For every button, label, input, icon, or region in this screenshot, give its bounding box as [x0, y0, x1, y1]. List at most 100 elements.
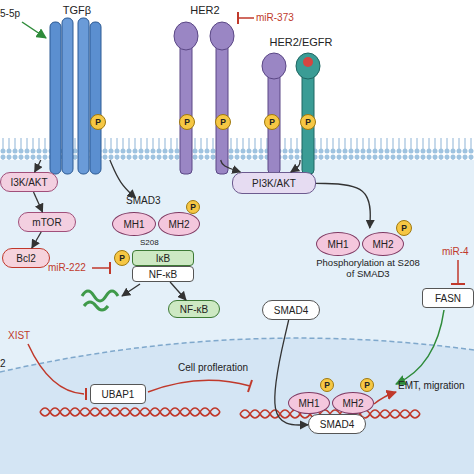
annotation-label: EMT, migration [398, 380, 465, 391]
node-text: P [324, 380, 330, 390]
node-text: HER2 [151, 4, 259, 16]
protein-box: UBAP1 [90, 384, 146, 404]
annotation-label: S208 [140, 238, 159, 247]
degradation-arrow [122, 284, 140, 296]
pathway-arrow [275, 320, 308, 425]
protein-box: FASN [422, 288, 474, 308]
pathway-arrow [170, 282, 186, 300]
pathway-arrow [35, 160, 41, 172]
node-text: IκB [156, 253, 170, 264]
receptor-head [174, 22, 198, 50]
pathway-arrow [291, 160, 300, 172]
phospho-circle: P [90, 114, 106, 130]
node-text: P [220, 117, 226, 127]
protein-box: IκB [132, 250, 194, 266]
annotation-label: XIST [8, 330, 30, 341]
cytoplasm [0, 160, 474, 474]
protein-group: SMAD3MH1MH2P [112, 198, 204, 238]
node-text: P [184, 117, 190, 127]
protein-pill: mTOR [18, 212, 76, 232]
phospho-circle: P [360, 378, 374, 392]
receptor: TGFβP [40, 4, 114, 160]
node-text: NF-κB [149, 269, 177, 280]
node-text: Bcl2 [16, 253, 35, 264]
inhibition-bar [237, 12, 239, 24]
protein-pill: NF-κB [168, 300, 220, 318]
annotation-label: 2 [0, 358, 6, 369]
activation-arrow [22, 22, 46, 38]
inhibition-line [28, 344, 84, 394]
expression-arrow [374, 392, 396, 404]
phospho-circle: P [114, 250, 130, 266]
node-text: I3K/AKT [10, 177, 47, 188]
phospho-circle: P [186, 200, 200, 214]
inhibition-bar [85, 388, 87, 400]
phospho-circle: P [264, 114, 280, 130]
node-text: MH2 [372, 239, 393, 250]
her2-receptor [174, 22, 234, 174]
activation-arrow [396, 310, 444, 384]
pathway-arrow [221, 160, 241, 172]
receptor-head [210, 22, 234, 50]
domain-ellipse: MH1 [316, 232, 360, 256]
node-text: NF-κB [180, 304, 208, 315]
node-text: mTOR [32, 217, 61, 228]
phospho-circle: P [320, 378, 334, 392]
annotation-label: 5-5p [0, 8, 20, 19]
node-text: SMAD3 [126, 195, 160, 206]
domain-ellipse: MH2 [362, 232, 404, 256]
receptor-chain [216, 40, 228, 174]
phospho-circle: P [179, 114, 195, 130]
node-text: MH2 [342, 398, 363, 409]
inhibition-line [238, 17, 254, 19]
receptor-chain [180, 40, 192, 174]
domain-ellipse: MH1 [288, 392, 330, 414]
domain-ellipse: MH2 [332, 392, 374, 414]
annotation-label: Cell profleration [178, 362, 248, 373]
receptor-chain [62, 18, 73, 174]
node-text: Phosphorylation at S208 of SMAD3 [316, 258, 420, 280]
node-text: P [190, 202, 196, 212]
receptor-chain [78, 18, 89, 174]
annotation-label: miR-222 [48, 262, 86, 273]
protein-pill: Bcl2 [2, 248, 50, 268]
receptor: HER2PP [165, 4, 245, 160]
node-text: FASN [435, 293, 461, 304]
proteasome-squiggle [84, 302, 108, 310]
inhibition-bar [109, 262, 111, 274]
node-text: SMAD4 [320, 419, 354, 430]
inhibition-line [457, 260, 459, 284]
pathway-arrow [34, 192, 43, 212]
node-text: P [119, 253, 125, 263]
protein-group: Phosphorylation at S208 of SMAD3MH1MH2P [316, 228, 420, 298]
dna-strand [40, 408, 220, 416]
phospho-circle: P [215, 114, 231, 130]
protein-box: NF-κB [132, 266, 194, 282]
annotation-label: miR-373 [256, 12, 294, 23]
pathway-arrow [32, 232, 41, 248]
receptor: HER2/EGFRPP [262, 36, 340, 160]
proteasome-squiggle [82, 291, 118, 301]
inhibition-line [92, 267, 110, 269]
node-text: P [364, 380, 370, 390]
inhibition-bar [248, 380, 252, 392]
node-text: MH1 [123, 219, 144, 230]
node-text: TGFβ [26, 4, 128, 16]
node-text: HER2/EGFR [248, 36, 354, 48]
protein-pill: SMAD4 [308, 414, 366, 434]
node-text: MH1 [298, 398, 319, 409]
inhibition-bar [451, 283, 465, 285]
tgfb-receptor [50, 18, 101, 174]
phospho-circle: P [396, 220, 412, 236]
nuclear-envelope [0, 338, 474, 372]
pathway-arrow [316, 183, 370, 228]
proteasome [82, 291, 118, 310]
domain-ellipse: MH1 [112, 212, 156, 236]
node-text: P [305, 117, 311, 127]
